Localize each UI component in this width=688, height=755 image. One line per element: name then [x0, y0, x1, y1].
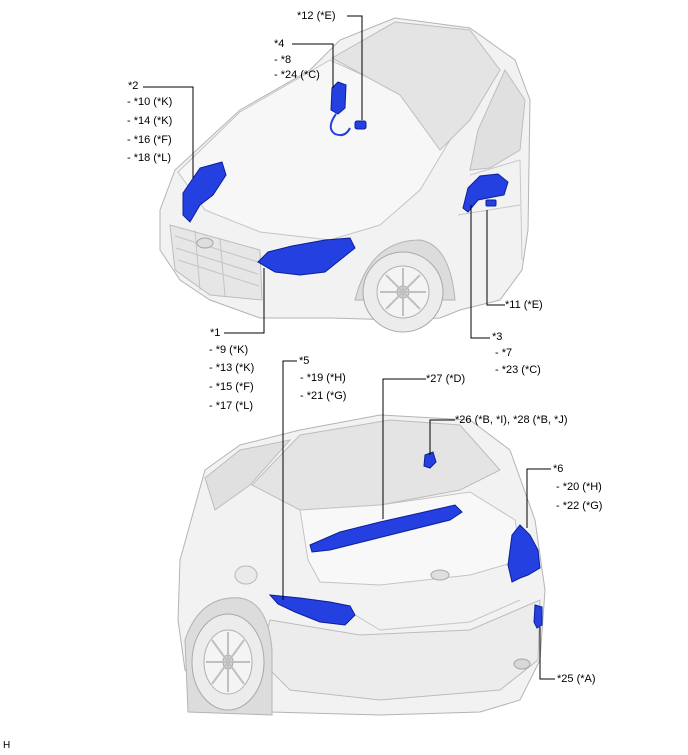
- leader-11: [486, 210, 505, 306]
- label-15: - *15 (*F): [209, 381, 254, 393]
- rear-vehicle-illustration: [177, 414, 546, 716]
- label-19: - *19 (*H): [300, 372, 346, 384]
- front-windshield: [330, 21, 501, 151]
- leader-lines: [143, 15, 555, 680]
- leader-4: [292, 43, 334, 88]
- label-10: - *10 (*K): [127, 96, 173, 108]
- rain-light-sensor: [354, 120, 367, 130]
- label-24: - *24 (*C): [274, 69, 320, 81]
- rear-parts: [268, 451, 543, 629]
- label-25: *25 (*A): [557, 673, 596, 685]
- leader-26: [429, 419, 455, 455]
- label-5: *5: [299, 355, 310, 367]
- label-13: - *13 (*K): [209, 362, 255, 374]
- label-6: *6: [553, 463, 564, 475]
- leader-1: [224, 268, 265, 334]
- leader-27: [382, 378, 426, 519]
- rear-side-window: [204, 439, 292, 511]
- fuel-door: [234, 565, 258, 585]
- mirror-camera: [485, 199, 497, 207]
- label-12: *12 (*E): [297, 10, 336, 22]
- front-grille: [169, 224, 263, 301]
- front-vehicle-illustration: [159, 17, 531, 333]
- leader-12: [347, 15, 363, 120]
- front-side-window: [469, 68, 526, 171]
- front-parts: [182, 81, 509, 276]
- license-plate-light: [533, 604, 543, 629]
- leader-6: [526, 468, 551, 528]
- leader-3: [470, 205, 490, 339]
- label-23: - *23 (*C): [495, 364, 541, 376]
- figure-code: H: [3, 740, 11, 751]
- label-1: *1: [210, 327, 221, 339]
- label-11: *11 (*E): [505, 299, 543, 311]
- label-27: *27 (*D): [426, 373, 466, 385]
- label-22: - *22 (*G): [556, 500, 603, 512]
- right-rear-combination-light: [507, 524, 541, 583]
- exhaust-tip: [513, 658, 531, 670]
- label-2: *2: [128, 80, 139, 92]
- front-hood: [177, 59, 451, 241]
- front-door-line: [457, 159, 523, 261]
- trunk-lid: [299, 491, 523, 586]
- right-headlight: [257, 237, 356, 276]
- label-4: *4: [274, 38, 285, 50]
- label-9: - *9 (*K): [209, 344, 249, 356]
- label-18: - *18 (*L): [127, 152, 172, 164]
- outer-mirror: [462, 173, 509, 213]
- front-emblem: [196, 237, 214, 249]
- label-17: - *17 (*L): [209, 400, 254, 412]
- mirror-harness: [329, 113, 351, 137]
- inner-rear-view-mirror: [330, 81, 347, 115]
- label-8: - *8: [274, 54, 292, 66]
- label-20: - *20 (*H): [556, 481, 602, 493]
- high-mount-stop-light: [423, 451, 437, 469]
- trunk-garnish-light: [309, 504, 463, 553]
- leader-5: [282, 360, 297, 600]
- rear-bumper: [259, 599, 541, 701]
- rear-emblem: [430, 569, 450, 581]
- left-headlight: [182, 161, 227, 223]
- label-26-28: *26 (*B, *I), *28 (*B, *J): [455, 414, 568, 426]
- leader-2: [143, 86, 194, 178]
- label-3: *3: [492, 331, 503, 343]
- label-7: - *7: [495, 347, 513, 359]
- left-rear-combination-light: [268, 594, 356, 626]
- leader-25: [539, 627, 555, 680]
- label-16: - *16 (*F): [127, 134, 172, 146]
- label-14: - *14 (*K): [127, 115, 173, 127]
- label-21: - *21 (*G): [300, 390, 347, 402]
